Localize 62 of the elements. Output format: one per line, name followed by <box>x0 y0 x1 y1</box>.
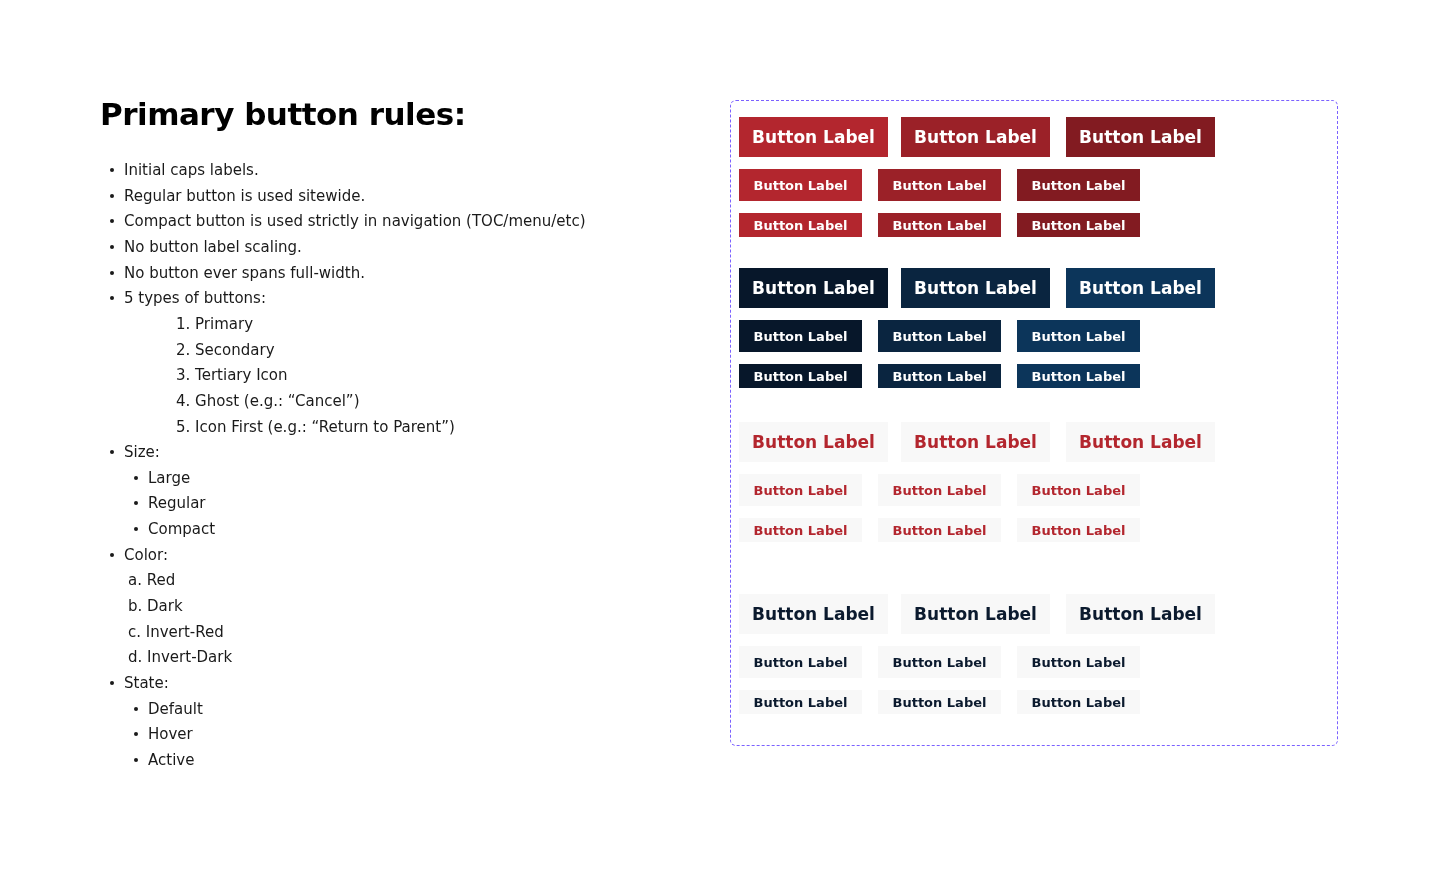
button: Button Label <box>901 117 1050 157</box>
button: Button Label <box>739 117 888 157</box>
bullet-text: Hover <box>148 724 193 745</box>
bullet-text: Initial caps labels. <box>124 160 259 180</box>
button: Button Label <box>878 474 1001 506</box>
dashed-frame <box>730 100 1338 746</box>
button: Button Label <box>739 320 862 352</box>
button: Button Label <box>878 646 1001 678</box>
page-title: Primary button rules: <box>100 96 466 132</box>
button: Button Label <box>878 364 1001 388</box>
button: Button Label <box>901 594 1050 634</box>
button: Button Label <box>739 364 862 388</box>
bullet-text: State: <box>124 673 169 693</box>
button: Button Label <box>1017 213 1140 237</box>
button: Button Label <box>1066 594 1215 634</box>
button: Button Label <box>1066 422 1215 462</box>
button: Button Label <box>739 474 862 506</box>
button: Button Label <box>1017 169 1140 201</box>
bullet-text: Regular <box>148 493 206 514</box>
bullet-text: Color: <box>124 544 168 565</box>
button: Button Label <box>878 169 1001 201</box>
button: Button Label <box>739 268 888 308</box>
bullet-text: Compact button is used strictly in navigation (TOC/menu/etc) <box>124 211 586 232</box>
bullet-text: Size: <box>124 442 160 463</box>
button: Button Label <box>1017 690 1140 714</box>
button: Button Label <box>878 320 1001 352</box>
button: Button Label <box>1017 646 1140 678</box>
list-item: 4. Ghost (e.g.: “Cancel”) <box>176 390 360 411</box>
list-item: 3. Tertiary Icon <box>176 365 288 386</box>
button: Button Label <box>878 213 1001 237</box>
list-item: c. Invert-Red <box>128 621 224 642</box>
button: Button Label <box>878 518 1001 542</box>
list-item: 5. Icon First (e.g.: “Return to Parent”) <box>176 416 455 437</box>
bullet-text: Large <box>148 467 191 488</box>
bullet-text: Active <box>148 749 195 770</box>
button: Button Label <box>878 690 1001 714</box>
button: Button Label <box>1017 518 1140 542</box>
bullet-text: Compact <box>148 519 216 540</box>
button: Button Label <box>1066 117 1215 157</box>
bullet-text: 5 types of buttons: <box>124 288 266 309</box>
button: Button Label <box>739 690 862 714</box>
bullet-text: No button ever spans full-width. <box>124 262 365 283</box>
bullet-text: No button label scaling. <box>124 236 302 257</box>
bullet-text: Default <box>148 698 203 719</box>
button: Button Label <box>1017 320 1140 352</box>
button: Button Label <box>739 594 888 634</box>
button: Button Label <box>1066 268 1215 308</box>
button: Button Label <box>739 169 862 201</box>
button: Button Label <box>901 422 1050 462</box>
list-item: b. Dark <box>128 596 183 617</box>
list-item: 2. Secondary <box>176 339 275 360</box>
button: Button Label <box>901 268 1050 308</box>
button: Button Label <box>739 422 888 462</box>
bullet-text: Regular button is used sitewide. <box>124 185 366 206</box>
button: Button Label <box>1017 474 1140 506</box>
button: Button Label <box>739 518 862 542</box>
list-item: a. Red <box>128 570 176 591</box>
button: Button Label <box>739 213 862 237</box>
button: Button Label <box>739 646 862 678</box>
button: Button Label <box>1017 364 1140 388</box>
list-item: d. Invert-Dark <box>128 647 233 668</box>
list-item: 1. Primary <box>176 313 254 334</box>
